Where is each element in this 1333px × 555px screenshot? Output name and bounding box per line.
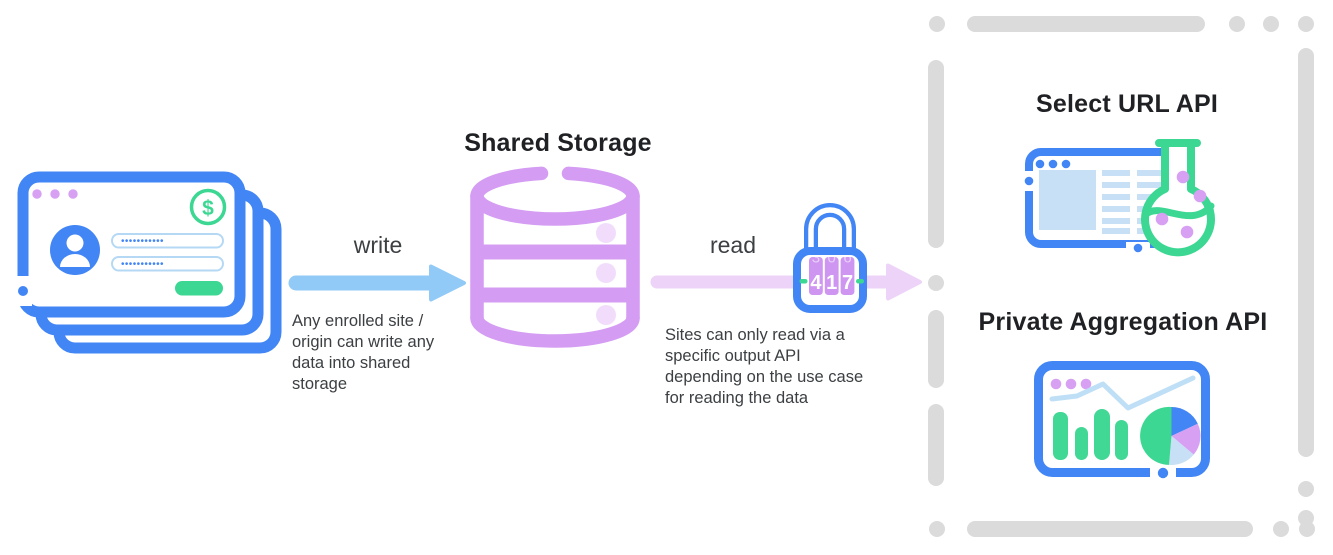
write-label: write: [353, 232, 403, 258]
password-mask: •••••••••••: [121, 236, 164, 247]
border-dot: [1024, 176, 1034, 186]
line-chart-icon: [1049, 375, 1196, 411]
pie-chart-icon: [1140, 406, 1201, 466]
dollar-symbol: $: [202, 197, 214, 220]
enrolled-sites-icon: $ ••••••••••• •••••••••••: [14, 171, 282, 354]
lock-digit-bottom: 2: [828, 293, 836, 310]
write-note-line: data into shared: [292, 354, 411, 372]
read-note-line: specific output API: [665, 347, 801, 365]
read-note-line: depending on the use case: [665, 368, 864, 386]
lock-digit-bottom: 5: [812, 293, 820, 310]
select-url-api-icon: [1023, 139, 1215, 257]
dollar-icon: $: [189, 188, 227, 226]
lock-digit-top: 6: [843, 250, 851, 267]
lock-dial-marks: [799, 279, 864, 284]
read-note-line: Sites can only read via a: [665, 326, 845, 344]
password-field[interactable]: •••••••••••: [111, 233, 224, 249]
read-arrow-icon: [650, 263, 922, 301]
lock-digit-top: 0: [828, 250, 836, 267]
read-label: read: [709, 232, 757, 258]
output-lock-icon: 3 0 6 4 1 7 5 2 8: [793, 203, 867, 313]
database-row-dots: [596, 223, 616, 325]
avatar-icon: [50, 225, 100, 275]
read-note: Sites can only read via a specific outpu…: [665, 325, 863, 409]
border-dot: [1157, 467, 1169, 479]
password-field-2[interactable]: •••••••••••: [111, 256, 224, 272]
bar-chart-icon: [1053, 409, 1128, 460]
lock-digit-top: 3: [812, 250, 820, 267]
browser-dots-icon: [1050, 378, 1092, 390]
flask-bubbles: [1155, 170, 1207, 239]
private-aggregation-api-title: Private Aggregation API: [978, 308, 1268, 336]
lock-dial-wheels[interactable]: 3 0 6 4 1 7 5 2 8: [809, 250, 855, 311]
select-url-api-title: Select URL API: [1035, 90, 1219, 118]
border-dot: [18, 286, 28, 296]
private-aggregation-api-icon: [1034, 361, 1210, 479]
lock-digit: 4: [810, 272, 822, 294]
border-dot: [1133, 243, 1143, 253]
output-gate-frame: [928, 16, 1315, 537]
password-mask: •••••••••••: [121, 259, 164, 270]
lock-digit: 7: [842, 272, 853, 294]
write-note-line: origin can write any: [292, 333, 435, 351]
write-note-line: Any enrolled site /: [292, 312, 424, 330]
submit-button[interactable]: [175, 281, 223, 296]
lock-digit: 1: [826, 272, 837, 294]
shared-storage-database-icon: [470, 166, 640, 348]
lock-digit-bottom: 8: [843, 293, 851, 310]
content-block: [1039, 170, 1096, 230]
write-arrow-icon: [288, 264, 466, 302]
browser-dots-icon: [1035, 159, 1071, 169]
read-note-line: for reading the data: [665, 389, 809, 407]
window-dots-icon: [32, 189, 78, 199]
write-note-line: storage: [292, 375, 348, 393]
flask-icon: [1141, 139, 1215, 257]
shared-storage-title: Shared Storage: [464, 129, 652, 157]
write-note: Any enrolled site / origin can write any…: [292, 311, 434, 395]
